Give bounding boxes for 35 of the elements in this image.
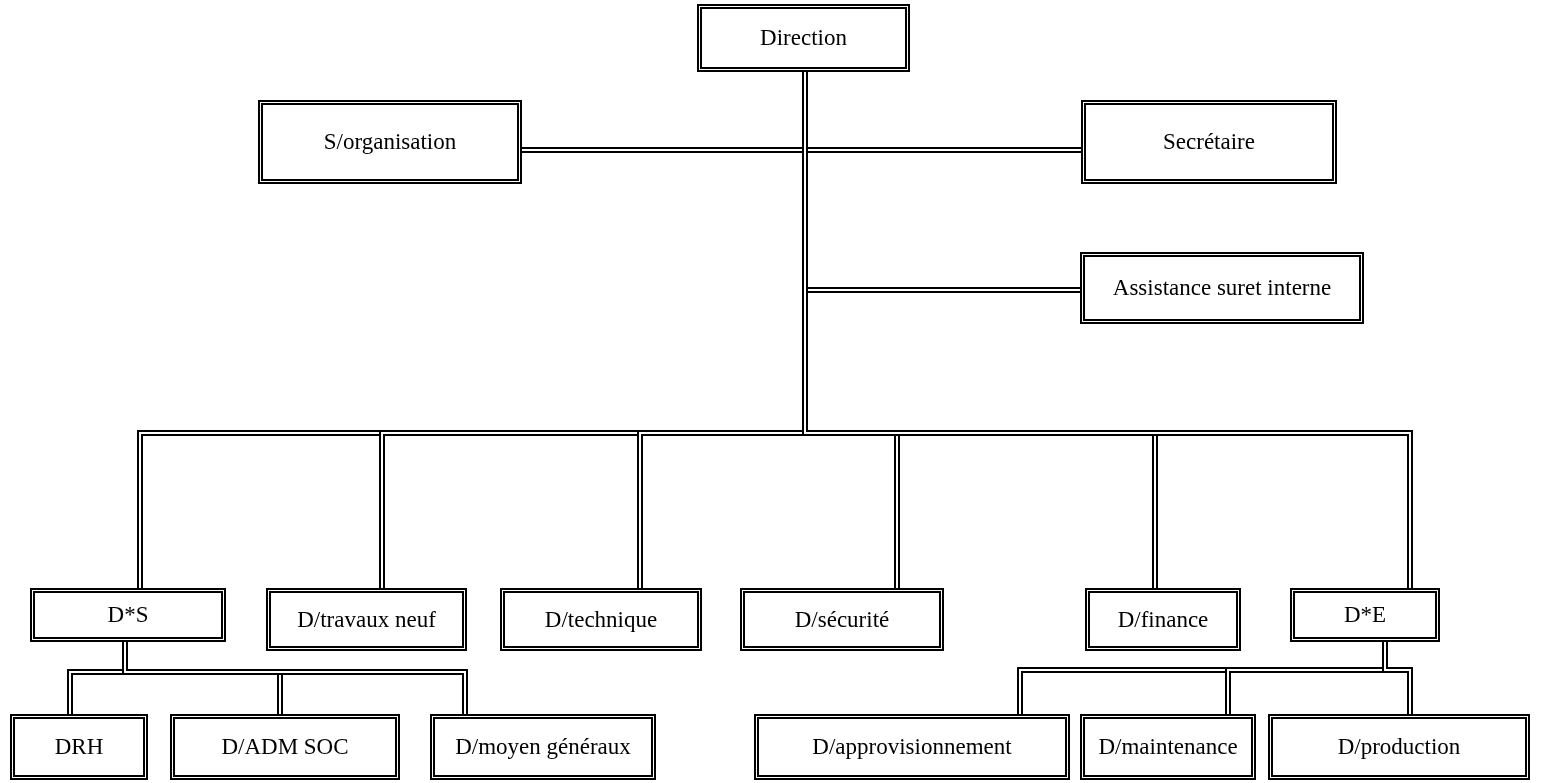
box-label: D/finance [1117, 606, 1209, 633]
box-label: D/moyen généraux [455, 734, 631, 760]
box-label: Secrétaire [1163, 129, 1255, 155]
connector-line [802, 71, 1413, 589]
box-label: D/travaux neuf [297, 606, 436, 633]
org-box [697, 4, 910, 72]
connector-line [122, 641, 468, 715]
org-box [754, 714, 1070, 780]
box-label: D/production [1337, 734, 1461, 760]
box-label: D/technique [544, 606, 658, 633]
org-box [1080, 252, 1364, 324]
box-label: D*S [107, 602, 149, 628]
org-box [30, 588, 226, 642]
box-label: Direction [760, 25, 847, 51]
org-box [10, 714, 148, 780]
org-box [1290, 588, 1440, 642]
org-box [266, 588, 467, 651]
box-label: DRH [54, 734, 104, 760]
org-box [500, 588, 702, 651]
org-box [170, 714, 400, 780]
org-box [1080, 714, 1256, 780]
org-box [1085, 588, 1241, 651]
org-box [740, 588, 944, 651]
box-label: Assistance suret interne [1112, 275, 1332, 301]
box-label: D/approvisionnement [812, 734, 1012, 760]
box-label: D/sécurité [794, 606, 890, 633]
org-box [258, 100, 522, 184]
org-box [430, 714, 656, 780]
connector-line [1382, 641, 1413, 715]
box-label: S/organisation [323, 129, 457, 155]
org-box [1268, 714, 1530, 780]
box-label: D*E [1343, 602, 1387, 628]
box-label: D/maintenance [1098, 734, 1238, 760]
org-box [1081, 100, 1337, 184]
box-label: D/ADM SOC [221, 734, 349, 760]
